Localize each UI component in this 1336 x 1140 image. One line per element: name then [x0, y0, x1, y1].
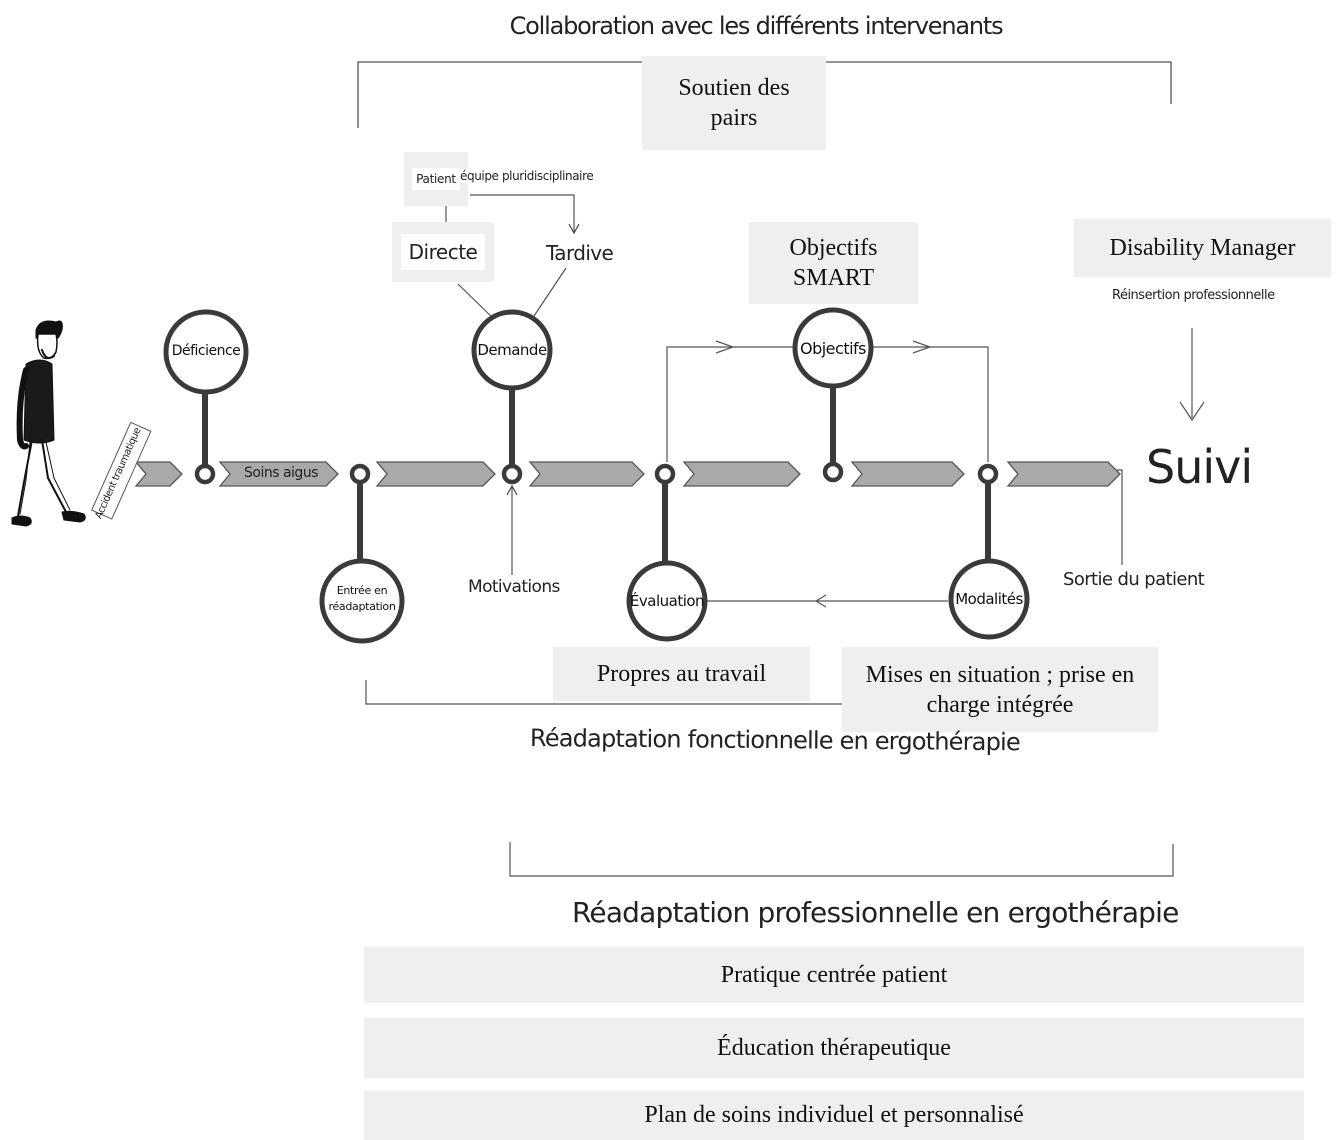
- ring-objectifs: [822, 461, 844, 483]
- chevron-3: [375, 461, 496, 487]
- fonctionnelle-bracket: [365, 680, 842, 705]
- objectifs-smart-label: Objectifs SMART: [789, 235, 878, 291]
- objectifs-loop-right-arrow: [912, 340, 932, 354]
- soutien-pairs-box: Soutien des pairs: [642, 56, 826, 150]
- node-modalites-circle: [948, 558, 1030, 640]
- mises-situation-label: Mises en situation ; prise en charge int…: [865, 661, 1135, 718]
- mises-situation-box: Mises en situation ; prise en charge int…: [842, 647, 1158, 732]
- node-demande-circle: [471, 309, 553, 391]
- pratique-label: Pratique centrée patient: [720, 961, 948, 988]
- plan-soins-bar: Plan de soins individuel et personnalisé: [364, 1091, 1304, 1140]
- accident-tag-shape: [91, 421, 152, 520]
- sortie-label: Sortie du patient: [1063, 569, 1205, 590]
- node-circles: [163, 307, 1030, 644]
- pratique-bar: Pratique centrée patient: [364, 947, 1304, 1003]
- collaboration-title: Collaboration avec les différents interv…: [509, 12, 1004, 40]
- equipe-label: équipe pluridisciplinaire: [458, 169, 594, 183]
- chevron-1: [134, 461, 183, 487]
- chevron-4: [528, 461, 645, 487]
- timeline-chevrons: [134, 461, 1121, 487]
- node-deficience-circle: [163, 309, 249, 395]
- node-stems: [202, 385, 991, 562]
- tardive-demande-line: [529, 267, 567, 323]
- professionnelle-label: Réadaptation professionnelle en ergothér…: [572, 896, 1179, 929]
- node-entree-line1: Entrée en: [336, 584, 388, 597]
- node-objectifs-label: Objectifs: [799, 339, 867, 358]
- disability-manager-box: Disability Manager: [1074, 219, 1331, 277]
- patient-box: Patient: [404, 152, 468, 206]
- fonctionnelle-label: Réadaptation fonctionnelle en ergothérap…: [529, 724, 1021, 757]
- chevron-2: [218, 461, 339, 487]
- objectifs-loop-left-arrow: [715, 340, 735, 354]
- feedback-arrow: [814, 594, 827, 608]
- plan-soins-label: Plan de soins individuel et personnalisé: [644, 1102, 1024, 1128]
- sortie-line: [1117, 469, 1123, 565]
- objectifs-smart-box: Objectifs SMART: [749, 222, 918, 304]
- node-entree-circle: [319, 558, 405, 644]
- node-entree-line2: réadaptation: [328, 600, 396, 613]
- chevron-6: [850, 461, 965, 487]
- node-evaluation-circle: [626, 560, 708, 642]
- objectifs-loop-right: [873, 346, 989, 462]
- ring-deficience: [194, 463, 216, 485]
- soins-aigus-label: Soins aigus: [244, 465, 318, 481]
- node-demande-label: Demande: [477, 341, 547, 359]
- education-label: Éducation thérapeutique: [717, 1034, 951, 1061]
- equipe-tardive-connector: [470, 194, 580, 235]
- directe-demande-line: [457, 283, 498, 323]
- node-objectifs-circle: [792, 307, 874, 389]
- education-bar: Éducation thérapeutique: [364, 1018, 1304, 1078]
- reinsertion-label: Réinsertion professionnelle: [1112, 288, 1275, 303]
- timeline-rings: [194, 461, 999, 485]
- disability-manager-label: Disability Manager: [1109, 235, 1296, 261]
- ring-modalites: [977, 463, 999, 485]
- propres-travail-box: Propres au travail: [553, 647, 810, 701]
- professionnelle-bracket: [509, 842, 1174, 877]
- directe-label: Directe: [400, 234, 486, 270]
- node-deficience-label: Déficience: [171, 343, 241, 359]
- node-entree-label: Entrée en réadaptation: [322, 583, 402, 615]
- directe-box: Directe: [392, 222, 494, 282]
- propres-travail-label: Propres au travail: [596, 661, 767, 687]
- ring-demande: [501, 463, 523, 485]
- node-evaluation-label: Évaluation: [629, 592, 705, 610]
- suivi-label: Suivi: [1146, 440, 1253, 494]
- soutien-pairs-label: Soutien des pairs: [678, 75, 790, 131]
- walking-person-illustration: [11, 320, 86, 527]
- ring-evaluation: [654, 463, 676, 485]
- motivations-label: Motivations: [468, 577, 560, 597]
- chevron-5: [682, 461, 801, 487]
- ring-entree: [349, 463, 371, 485]
- disability-arrowhead: [1179, 401, 1205, 422]
- patient-label: Patient: [412, 168, 460, 190]
- node-modalites-label: Modalités: [955, 590, 1023, 608]
- chevron-7: [1006, 461, 1121, 487]
- objectifs-loop-left: [666, 346, 795, 462]
- tardive-label: Tardive: [546, 241, 614, 265]
